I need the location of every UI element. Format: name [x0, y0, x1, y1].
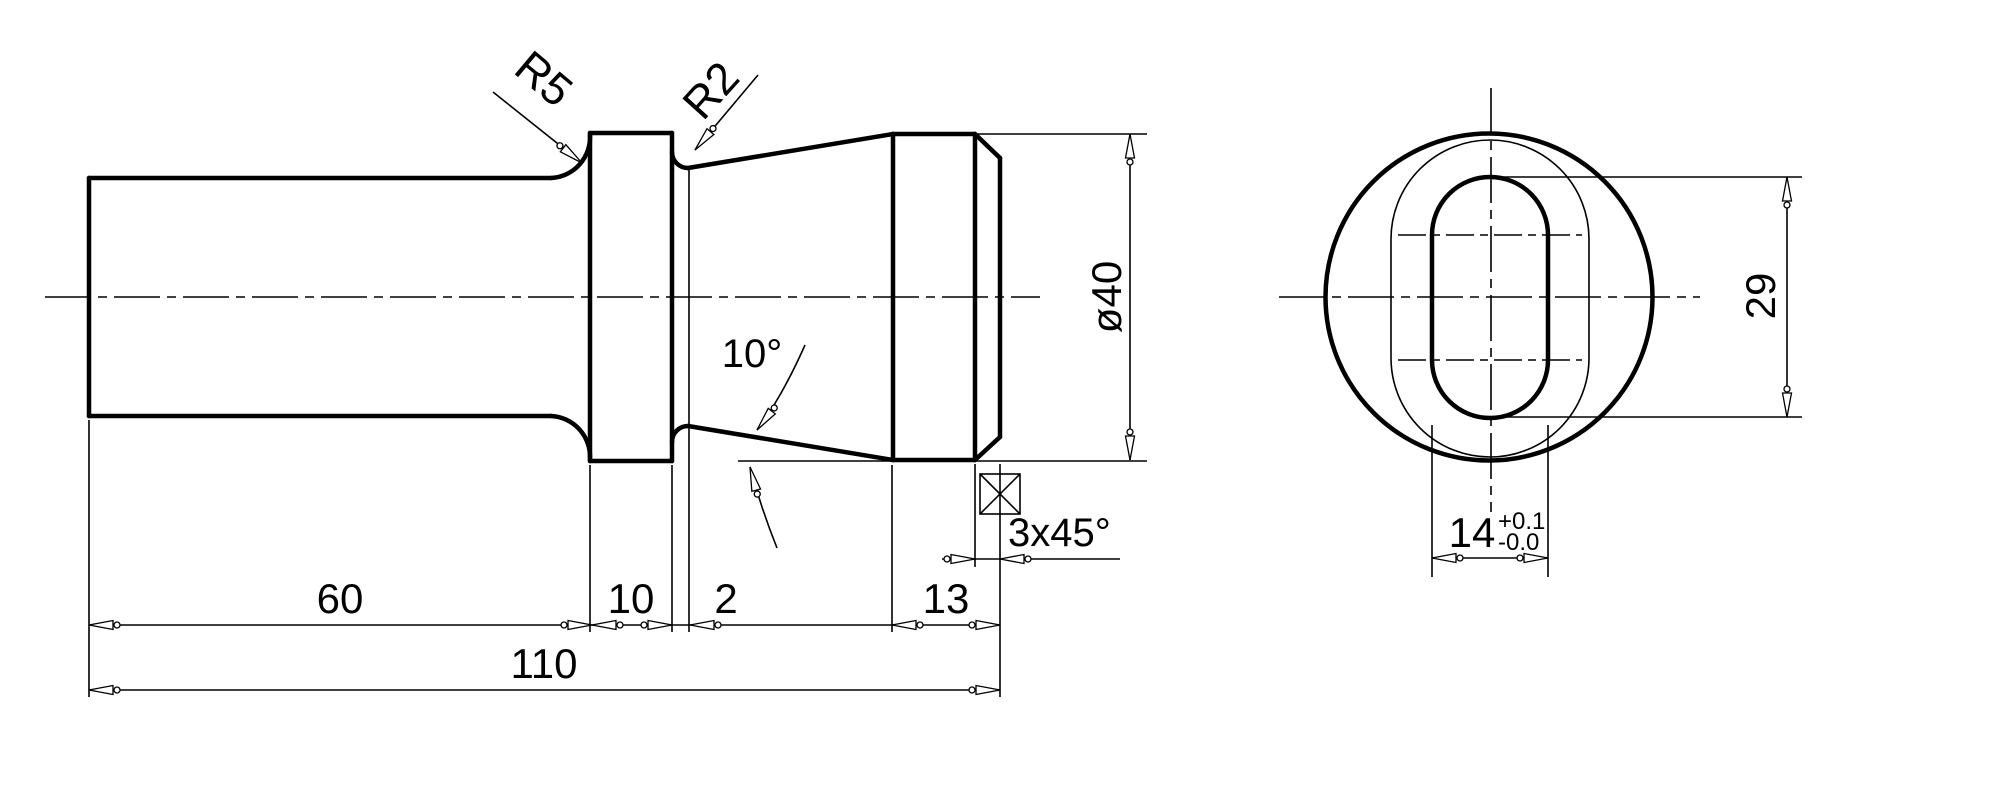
taper-top	[685, 131, 896, 171]
dim-shaft-length-label: 60	[317, 575, 364, 622]
crossed-square-symbol	[979, 473, 1021, 515]
fillet-radius-label: R5	[506, 41, 583, 117]
dim-arrow	[999, 553, 1032, 565]
leader-r2: R2	[673, 52, 759, 154]
dim-arrow	[1124, 133, 1136, 166]
dim-arrow	[968, 684, 1001, 696]
dim-arrow	[943, 553, 976, 565]
dim-groove-width-label: 2	[714, 575, 737, 622]
dim-slot-length: 29	[1495, 176, 1802, 418]
dim-slot-width: 14 +0.1 -0.0	[1431, 425, 1549, 577]
dim-arrow	[752, 402, 781, 434]
slot-chamfer-outline	[1390, 139, 1590, 458]
dim-slot-length-label: 29	[1737, 273, 1784, 320]
dim-arrow	[1781, 176, 1793, 209]
shaft-outline	[86, 130, 1003, 464]
dim-arrow	[560, 619, 593, 631]
end-view: 29 14 +0.1 -0.0	[1279, 88, 1802, 577]
slot-outline	[1429, 174, 1551, 421]
extension-lines	[88, 133, 1147, 697]
leader-arrow	[554, 139, 586, 168]
groove-radius-label: R2	[673, 52, 749, 129]
dim-chamfer: 3x45°	[942, 511, 1120, 565]
dim-arrow	[1124, 428, 1136, 461]
fillet-r5-bottom	[548, 413, 593, 462]
dim-arrow	[968, 619, 1001, 631]
dim-slot-width-tol-upper: +0.1	[1498, 508, 1545, 535]
dim-arrow	[1781, 385, 1793, 418]
dim-taper-angle: 10°	[722, 332, 806, 549]
dim-taper-angle-label: 10°	[722, 332, 783, 376]
groove-r2-top	[669, 149, 691, 171]
outer-circle	[1323, 131, 1655, 463]
dim-cylinder-length-label: 13	[923, 575, 970, 622]
dim-diameter-label: ø40	[1083, 261, 1130, 333]
taper-bottom	[685, 423, 896, 463]
dim-arrow	[88, 619, 121, 631]
dim-chamfer-label: 3x45°	[1008, 511, 1111, 555]
dim-collar-width-label: 10	[608, 575, 655, 622]
dim-diameter: ø40	[1083, 133, 1136, 461]
dim-slot-width-tol-lower: -0.0	[1498, 529, 1539, 556]
dim-slot-width-label: 14	[1449, 509, 1496, 556]
dim-total-length-label: 110	[511, 640, 578, 687]
leader-r5: R5	[492, 41, 586, 168]
leader-arrow	[690, 122, 720, 154]
chamfer-top	[972, 131, 1003, 161]
chamfer-bottom	[972, 434, 1003, 463]
dim-arrow	[88, 684, 121, 696]
dim-total-length: 110	[88, 640, 1001, 696]
dim-arrow	[745, 465, 764, 499]
groove-r2-bottom	[669, 423, 691, 445]
side-view: 60 10 2 13 110 3x45°	[45, 41, 1147, 697]
dim-line-row1: 60 10 2 13	[88, 575, 1001, 631]
dim-arrow	[891, 619, 924, 631]
